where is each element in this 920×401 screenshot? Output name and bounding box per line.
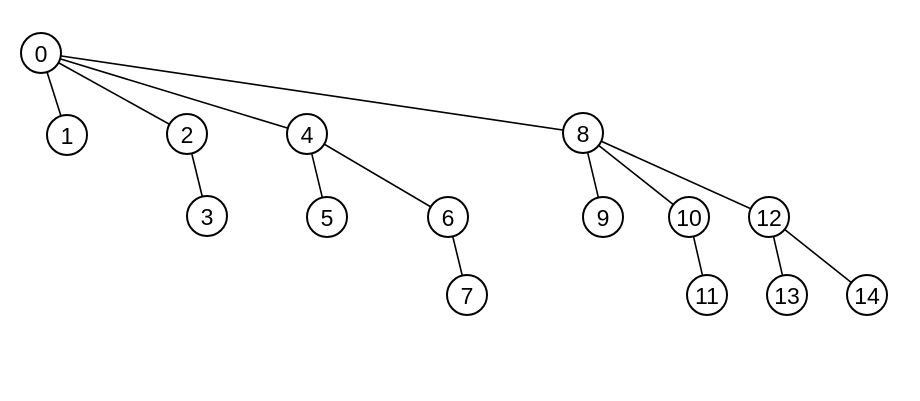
node-label: 9 — [597, 205, 610, 231]
tree-node-9: 9 — [582, 196, 624, 238]
node-circle — [166, 113, 208, 155]
node-label: 3 — [201, 204, 214, 230]
tree-node-14: 14 — [846, 274, 888, 316]
tree-node-10: 10 — [668, 196, 710, 238]
edge-8-10 — [582, 132, 690, 218]
node-circle — [668, 196, 710, 238]
edge-4-6 — [306, 133, 449, 218]
node-circle — [748, 196, 790, 238]
edge-0-8 — [40, 52, 584, 134]
tree-node-13: 13 — [766, 274, 808, 316]
node-label: 4 — [301, 122, 314, 148]
node-circle — [446, 274, 488, 316]
node-label: 1 — [61, 123, 74, 149]
node-circle — [286, 113, 328, 155]
tree-node-4: 4 — [286, 113, 328, 155]
node-label: 14 — [854, 283, 880, 309]
node-label: 11 — [695, 283, 719, 309]
node-label: 10 — [676, 205, 702, 231]
node-circle — [846, 274, 888, 316]
node-circle — [186, 195, 228, 237]
node-circle — [427, 196, 469, 238]
node-circle — [686, 274, 728, 316]
tree-node-1: 1 — [46, 114, 88, 156]
node-label: 12 — [756, 205, 782, 231]
tree-node-5: 5 — [306, 196, 348, 238]
edge-0-2 — [40, 52, 188, 135]
node-circle — [306, 196, 348, 238]
tree-node-8: 8 — [562, 112, 604, 154]
node-circle — [582, 196, 624, 238]
node-label: 13 — [774, 283, 800, 309]
tree-node-7: 7 — [446, 274, 488, 316]
tree-node-2: 2 — [166, 113, 208, 155]
tree-node-6: 6 — [427, 196, 469, 238]
edge-0-4 — [40, 52, 308, 135]
node-label: 6 — [442, 205, 455, 231]
node-label: 2 — [181, 122, 194, 148]
node-circle — [20, 32, 62, 74]
tree-node-12: 12 — [748, 196, 790, 238]
node-label: 5 — [321, 205, 334, 231]
node-circle — [766, 274, 808, 316]
edge-8-12 — [582, 132, 770, 218]
tree-node-0: 0 — [20, 32, 62, 74]
node-circle — [46, 114, 88, 156]
node-label: 8 — [577, 121, 590, 147]
node-label: 0 — [35, 41, 48, 67]
tree-node-11: 11 — [686, 274, 728, 316]
node-circle — [562, 112, 604, 154]
tree-node-3: 3 — [186, 195, 228, 237]
node-label: 7 — [461, 283, 474, 309]
